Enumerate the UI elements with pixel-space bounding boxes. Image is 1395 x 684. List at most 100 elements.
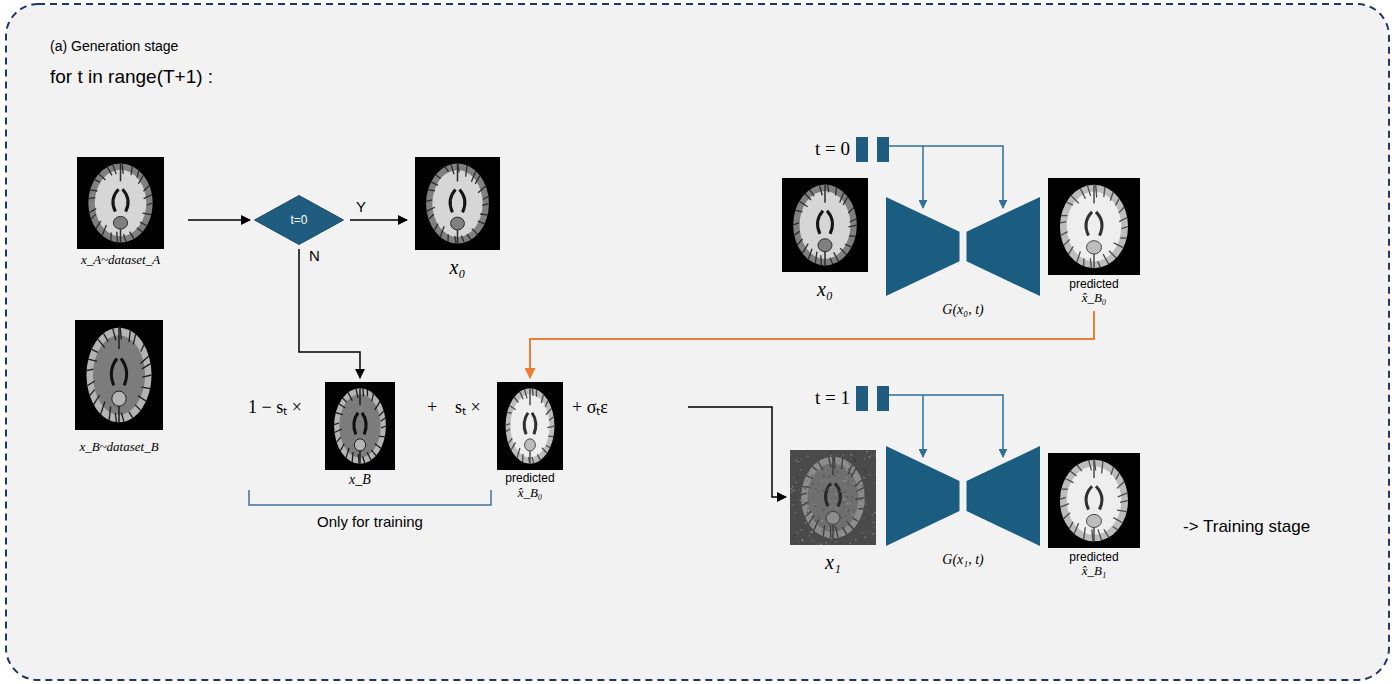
brain-sulcus [142, 364, 151, 369]
noise-speckle [806, 480, 808, 482]
brain-cortex [88, 163, 152, 242]
brain-sulcus [115, 413, 116, 422]
encoder-trapezoid [886, 197, 960, 296]
decision-text: t=0 [290, 213, 307, 227]
noise-speckle [803, 495, 805, 497]
image-caption: x̂_B₁ [1082, 564, 1107, 579]
image-caption: x_B [349, 472, 371, 488]
noise-speckle [840, 456, 842, 458]
brain-sulcus [846, 521, 853, 529]
brain-sulcus [820, 255, 822, 265]
brain-sulcus [805, 511, 811, 517]
brain-cortex [86, 328, 151, 423]
brain-sulcus [823, 525, 824, 536]
noise-speckle [791, 491, 793, 493]
brain-sulcus [89, 209, 96, 213]
image-caption: x̂_B₀ [1082, 291, 1107, 306]
image-ground [415, 157, 500, 250]
noise-speckle [865, 536, 867, 538]
brain-ventricle [818, 211, 833, 234]
brain-sulcus [129, 412, 133, 418]
brain-sulcus [509, 406, 515, 410]
noise-speckle [846, 469, 848, 471]
noise-speckle [834, 464, 836, 466]
timestep-wire [889, 395, 1003, 457]
noise-speckle [853, 489, 855, 491]
brain-ventricle [450, 190, 465, 213]
decoder-trapezoid [967, 197, 1041, 296]
noise-speckle [838, 537, 840, 539]
noise-speckle [833, 475, 835, 477]
brain-sulcus [848, 465, 852, 475]
diamond-outline [255, 196, 344, 245]
noise-speckle [818, 518, 820, 520]
noise-speckle [858, 485, 860, 487]
brain-midline [457, 164, 459, 244]
generator-network: G(x₀, t) [886, 197, 1040, 296]
brain-sulcus [1061, 232, 1068, 236]
noise-speckle [857, 491, 859, 493]
brain-sulcus [90, 390, 95, 396]
mri-image [77, 157, 164, 249]
noise-speckle [828, 464, 830, 466]
brain-sulcus [537, 454, 540, 460]
brain-sulcus [830, 526, 832, 538]
brain-sulcus [426, 200, 432, 202]
brain-sulcus [337, 437, 341, 442]
noise-speckle [790, 488, 792, 490]
noise-speckle [802, 540, 804, 542]
timestep-bar [856, 137, 868, 162]
brain-sulcus [546, 445, 550, 447]
noise-speckle [814, 540, 816, 542]
noise-speckle [858, 498, 860, 500]
brain-ventricle [1086, 212, 1102, 236]
noise-speckle [828, 534, 830, 536]
noise-speckle [835, 503, 837, 505]
noise-speckle [839, 543, 841, 545]
brain-sulcus [1080, 188, 1085, 198]
brain-sulcus [363, 457, 365, 464]
brain-ventricle [1086, 486, 1102, 509]
brain-sulcus [856, 487, 864, 491]
brain-sulcus [818, 461, 823, 470]
brain-sulcus [1070, 471, 1076, 476]
noise-speckle [804, 531, 806, 533]
noise-speckle [804, 501, 806, 503]
brain-midline [1093, 460, 1095, 542]
noise-speckle [875, 455, 876, 457]
brain-stem [818, 239, 832, 252]
brain-sulcus [849, 235, 856, 237]
brain-sulcus [447, 234, 449, 241]
noise-speckle [818, 491, 820, 493]
noise-speckle [847, 496, 849, 498]
noise-speckle [807, 469, 809, 471]
noise-speckle [811, 524, 813, 526]
timestep-bar [877, 386, 889, 411]
brain-cortex [426, 164, 489, 244]
mri-image [325, 382, 395, 470]
brain-sulcus [845, 244, 851, 247]
brain-sulcus [810, 190, 815, 197]
brain-cortex [801, 457, 865, 539]
brain-sulcus [475, 175, 480, 183]
brain-sulcus [340, 444, 344, 451]
noise-speckle [835, 475, 837, 477]
noise-speckle [845, 515, 847, 517]
noise-speckle [863, 533, 865, 535]
noise-speckle [856, 468, 858, 470]
noise-speckle [813, 494, 815, 496]
noise-speckle [812, 483, 814, 485]
image-ground [790, 450, 876, 545]
mri-image [790, 450, 876, 545]
noise-speckle [823, 464, 825, 466]
noise-speckle [808, 540, 810, 542]
noise-speckle [796, 460, 798, 462]
noise-speckle [794, 511, 796, 513]
brain-stem [1087, 514, 1102, 527]
noise-speckle [844, 506, 846, 508]
noise-speckle [848, 481, 850, 483]
brain-ventricle [113, 189, 128, 212]
noise-speckle [852, 504, 854, 506]
brain-cortex [506, 388, 555, 464]
noise-speckle [795, 512, 797, 514]
